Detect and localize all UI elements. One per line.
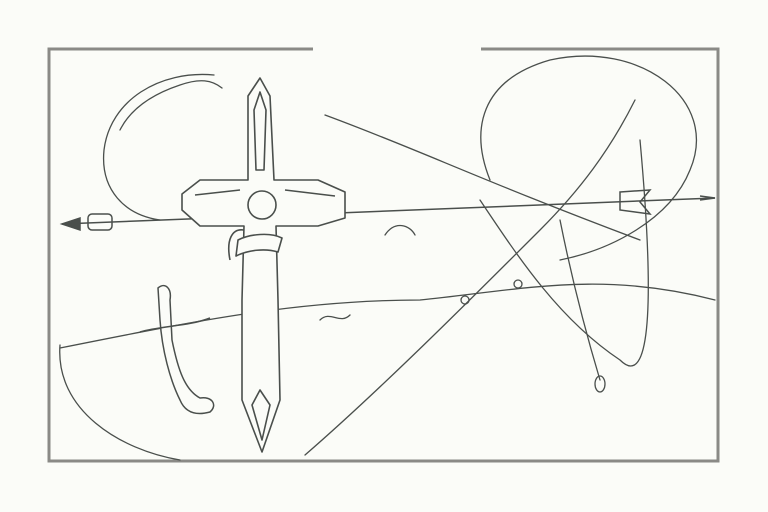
- wire-knot: [513, 279, 523, 289]
- loop-left: [102, 73, 215, 221]
- wire-small-curl: [319, 224, 416, 321]
- wire-weight: [594, 375, 606, 393]
- loop-right: [480, 55, 697, 261]
- wire-diagonal-a: [324, 114, 641, 241]
- wire-swoop: [479, 139, 649, 367]
- wire-diagonal-b: [304, 99, 636, 456]
- cross-icon: [181, 77, 346, 453]
- loop-bottom-left: [59, 344, 181, 461]
- picture-frame: [47, 47, 720, 463]
- anchor-hook-icon: [139, 284, 215, 415]
- wire-drop: [559, 219, 601, 381]
- wire-knot: [460, 295, 470, 305]
- arrow-icon: [59, 189, 716, 232]
- wire-hook: [119, 80, 223, 131]
